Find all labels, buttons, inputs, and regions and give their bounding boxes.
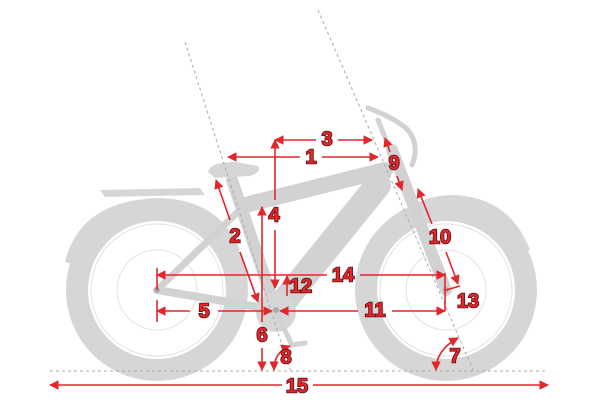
arrow-7-arc xyxy=(431,337,459,371)
arrow-9-top xyxy=(383,137,393,153)
saddle xyxy=(208,162,259,178)
arrow-9-bottom xyxy=(394,175,404,191)
arrow-10-top xyxy=(416,188,433,225)
label-13: 13 xyxy=(457,290,479,312)
label-9: 9 xyxy=(388,152,399,174)
label-10: 10 xyxy=(429,226,451,248)
handlebar xyxy=(365,105,418,168)
label-15: 15 xyxy=(286,375,308,397)
label-5: 5 xyxy=(198,300,209,322)
top-tube xyxy=(237,162,393,213)
arrow-8-arc xyxy=(269,344,291,371)
arrow-2-bottom xyxy=(239,251,260,303)
label-4: 4 xyxy=(268,204,280,226)
measurement-labels: 1 2 3 4 5 6 7 8 9 10 11 12 13 14 15 xyxy=(198,127,480,398)
chain-stay xyxy=(153,286,280,314)
fork xyxy=(386,144,452,296)
label-12: 12 xyxy=(290,275,312,297)
arrow-2-top xyxy=(214,179,231,221)
bottom-bracket-point xyxy=(273,307,279,313)
label-7: 7 xyxy=(449,345,460,367)
arrow-13 xyxy=(445,285,461,291)
measurement-arrows xyxy=(49,135,549,390)
steering-axis-line xyxy=(317,9,474,371)
label-2: 2 xyxy=(229,225,240,247)
arrow-10-bottom xyxy=(445,251,460,285)
down-tube-battery xyxy=(272,172,391,313)
crank xyxy=(273,309,308,348)
seat-tube xyxy=(226,174,282,316)
label-1: 1 xyxy=(305,146,316,168)
label-14: 14 xyxy=(332,264,355,286)
label-8: 8 xyxy=(280,346,291,368)
rear-fender xyxy=(65,198,240,265)
label-3: 3 xyxy=(321,128,332,150)
label-6: 6 xyxy=(256,324,267,346)
label-11: 11 xyxy=(364,299,385,321)
rear-rack xyxy=(100,188,205,197)
bike-silhouette xyxy=(65,105,537,381)
